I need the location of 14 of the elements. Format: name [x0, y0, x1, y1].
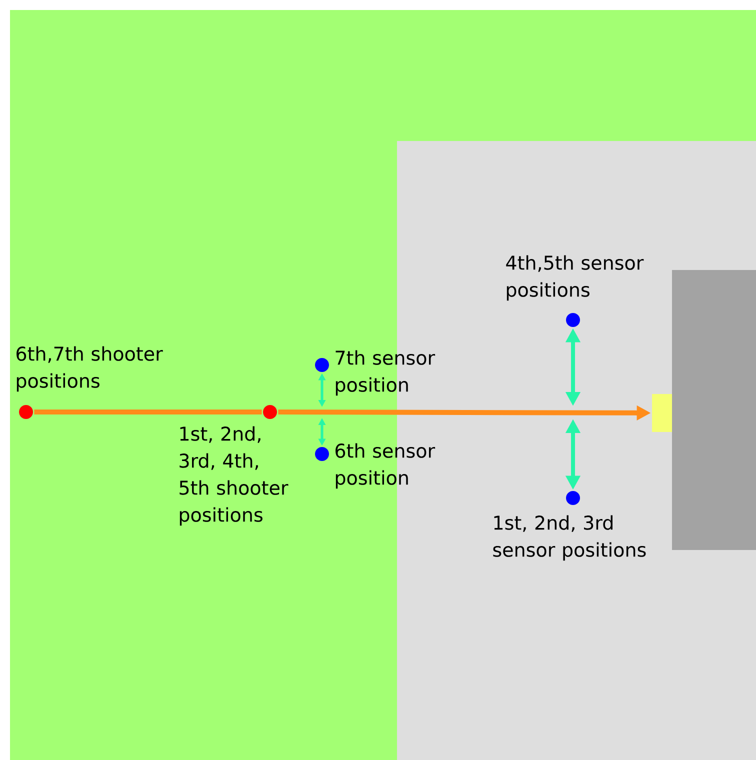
position-dot: [19, 405, 33, 419]
position-label: 6th sensor position: [336, 443, 436, 489]
position-label: 6th,7th shooter positions: [16, 346, 163, 392]
position-dot: [315, 447, 329, 461]
position-label: 4th,5th sensor positions: [506, 255, 644, 301]
wall-block: [672, 270, 756, 550]
position-label: 7th sensor position: [336, 350, 436, 396]
position-label: 1st, 2nd, 3rd sensor positions: [493, 515, 646, 561]
target-box: [652, 394, 672, 432]
position-dot: [263, 405, 277, 419]
position-dot: [315, 358, 329, 372]
position-dot: [566, 313, 580, 327]
position-dot: [566, 491, 580, 505]
position-label: 1st, 2nd, 3rd, 4th, 5th shooter positions: [180, 426, 288, 526]
